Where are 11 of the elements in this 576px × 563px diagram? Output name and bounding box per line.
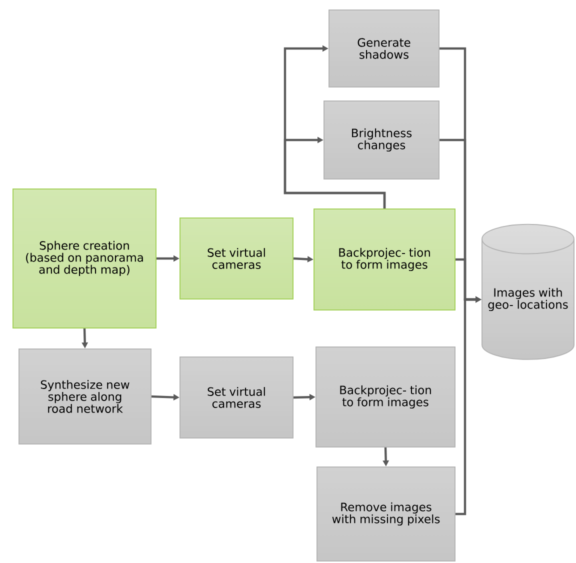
process-box: Set virtual cameras xyxy=(180,356,294,438)
process-box: Brightness changes xyxy=(324,100,440,180)
process-box: Backprojec- tion to form images xyxy=(316,346,456,448)
process-box: Backprojec- tion to form images xyxy=(314,208,456,310)
process-box: Sphere creation (based on panorama and depth map) xyxy=(12,188,156,328)
process-box: Set virtual cameras xyxy=(180,218,294,300)
process-box: Remove images with missing pixels xyxy=(316,466,456,562)
arrow xyxy=(284,136,386,208)
database-cylinder: Images with geo- locations xyxy=(482,224,574,360)
process-box: Synthesize new sphere along road network xyxy=(18,348,152,444)
process-box: Generate shadows xyxy=(328,10,440,88)
